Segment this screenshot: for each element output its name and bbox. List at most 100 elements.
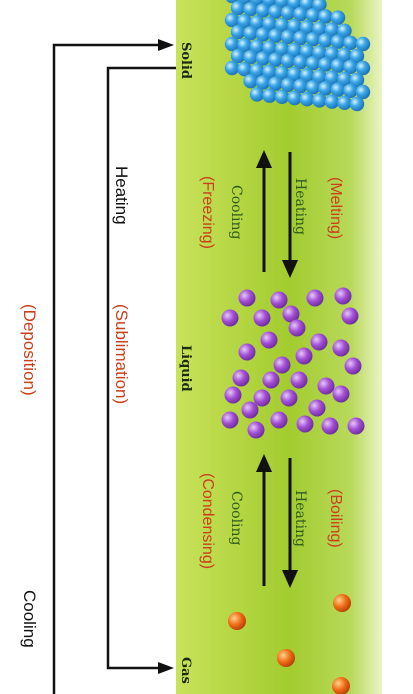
solid-particle xyxy=(274,65,290,81)
gas-particle xyxy=(228,612,246,630)
solid-particle xyxy=(243,2,258,17)
liquid-particle xyxy=(282,305,300,323)
liquid-particle xyxy=(260,331,278,349)
solid-particle xyxy=(349,72,365,88)
solid-particle xyxy=(318,33,333,48)
solid-particle xyxy=(255,3,271,18)
solid-particle xyxy=(287,42,302,58)
solid-particle xyxy=(280,53,296,68)
condensing-label: (Condensing) xyxy=(199,473,216,569)
solid-particle xyxy=(318,81,333,96)
solid-particle xyxy=(249,15,265,30)
solid-particle xyxy=(280,77,296,93)
solid-particle xyxy=(293,30,308,46)
liquid-particle xyxy=(332,385,350,403)
solid-particle xyxy=(280,5,296,20)
liquid-particle xyxy=(253,389,271,407)
sublimation-label: (Sublimation) xyxy=(112,304,131,404)
cooling-label-upper: Cooling xyxy=(228,185,244,240)
solid-particle xyxy=(262,88,277,103)
solid-particle xyxy=(287,66,302,82)
liquid-particle xyxy=(238,289,256,307)
liquid-particle xyxy=(347,417,365,435)
solid-particle xyxy=(268,76,283,91)
deposition-cooling-label: Cooling xyxy=(20,590,39,648)
solid-particle xyxy=(343,35,358,50)
boiling-arrow xyxy=(282,458,298,588)
solid-particle xyxy=(312,69,327,84)
liquid-particle xyxy=(288,319,306,337)
solid-particle xyxy=(355,84,371,100)
solid-particle xyxy=(237,38,252,53)
solid-particle xyxy=(299,44,315,59)
solid-particle xyxy=(299,92,315,107)
boiling-label: (Boiling) xyxy=(327,489,344,548)
sublimation-arrow xyxy=(106,66,176,674)
liquid-particle xyxy=(344,357,362,375)
heating-label-lower: Heating xyxy=(292,490,308,547)
solid-particle xyxy=(305,32,321,47)
solid-particle xyxy=(324,46,340,61)
liquid-particle xyxy=(296,415,314,433)
solid-particle xyxy=(299,68,315,83)
solid-particle xyxy=(287,18,302,34)
liquid-particle xyxy=(332,339,350,357)
solid-particle xyxy=(287,90,302,106)
solid-particle xyxy=(249,39,265,54)
solid-particle xyxy=(243,74,258,89)
gas-particles xyxy=(228,594,351,694)
gas-particle xyxy=(333,594,351,612)
sublimation-heating-label: Heating xyxy=(112,166,131,225)
solid-particle xyxy=(249,63,265,78)
solid-particle xyxy=(274,89,290,105)
solid-particle xyxy=(293,6,308,22)
liquid-particle xyxy=(321,417,339,435)
liquid-particle xyxy=(270,411,288,429)
solid-particle xyxy=(255,27,271,42)
solid-particle xyxy=(305,80,321,95)
solid-particle xyxy=(249,87,265,102)
liquid-particle xyxy=(317,377,335,395)
solid-particle xyxy=(305,8,321,23)
solid-particle xyxy=(255,75,271,90)
solid-particle xyxy=(305,56,321,71)
solid-particle xyxy=(355,60,371,76)
solid-particle xyxy=(262,16,277,31)
melting-label: (Melting) xyxy=(327,177,344,239)
solid-particle xyxy=(330,34,346,49)
solid-particle xyxy=(280,29,296,44)
liquid-particle xyxy=(270,291,288,309)
solid-particle xyxy=(243,26,258,41)
liquid-particle xyxy=(280,389,298,407)
solid-particle xyxy=(224,12,240,28)
liquid-label: Liquid xyxy=(178,345,193,392)
freezing-label: (Freezing) xyxy=(199,176,216,249)
solid-particle xyxy=(262,40,277,55)
gas-particle xyxy=(332,677,350,694)
liquid-particles xyxy=(221,287,365,439)
solid-particle xyxy=(355,36,371,52)
solid-particle xyxy=(299,20,315,35)
solid-particle xyxy=(349,96,365,112)
liquid-particle xyxy=(273,356,291,374)
solid-particle xyxy=(230,48,246,64)
solid-particle xyxy=(337,95,352,111)
liquid-particle xyxy=(290,371,308,389)
solid-particle xyxy=(243,50,258,65)
liquid-particle xyxy=(247,421,265,439)
liquid-particle xyxy=(295,347,313,365)
solid-particle xyxy=(224,60,240,76)
solid-particle xyxy=(330,82,346,97)
liquid-particle xyxy=(308,399,326,417)
condensing-arrow xyxy=(256,454,272,586)
liquid-particle xyxy=(221,309,239,327)
solid-particle xyxy=(255,51,271,66)
solid-particle xyxy=(237,14,252,29)
solid-particle xyxy=(230,24,246,40)
liquid-particle xyxy=(238,343,256,361)
heating-label-upper: Heating xyxy=(292,178,308,235)
solid-particle xyxy=(312,21,327,36)
solid-particle xyxy=(343,59,358,74)
liquid-particle xyxy=(221,411,239,429)
